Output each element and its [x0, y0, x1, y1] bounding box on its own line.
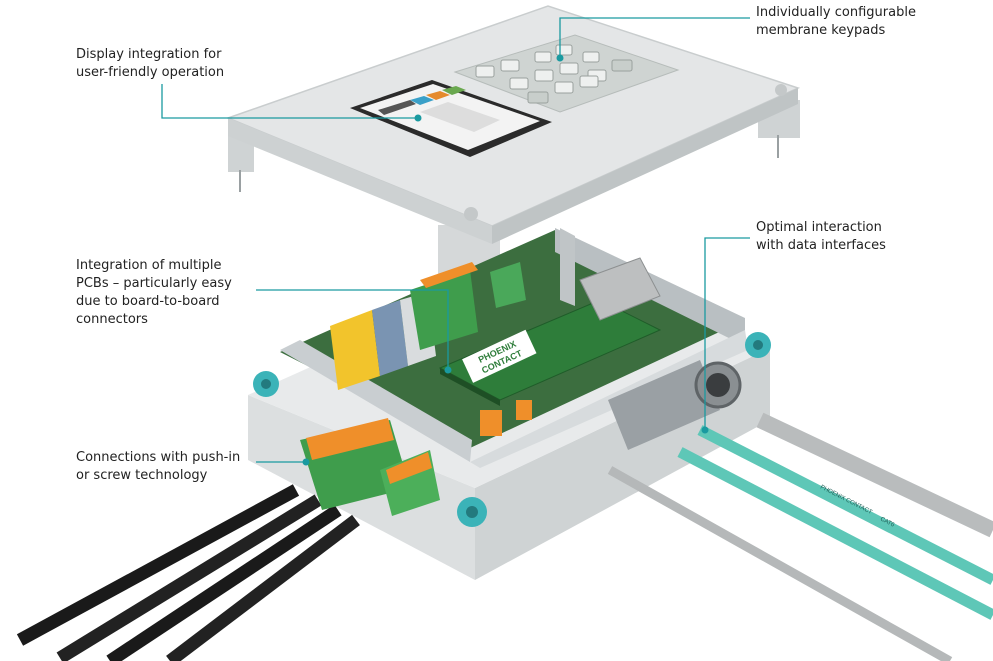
leader-dot [444, 366, 452, 374]
callout-interfaces-line1: Optimal interaction [756, 220, 882, 235]
leader-display [161, 84, 418, 119]
display-text-block [378, 100, 416, 115]
shield-wall-front [470, 330, 748, 468]
leader-lines [161, 17, 750, 463]
leader-dot [414, 114, 422, 122]
callout-display: Display integration for user-friendly op… [76, 46, 224, 82]
terminal-block-blue [372, 300, 408, 376]
callout-display-line1: Display integration for [76, 47, 222, 62]
lid-display [350, 80, 552, 157]
data-interface-block [608, 360, 742, 450]
enclosure-base: PHOENIX CONTACT [248, 228, 771, 580]
callout-pcbs: Integration of multiple PCBs – particula… [76, 257, 232, 329]
grey-cable [607, 466, 953, 661]
enclosure-lid [225, 5, 801, 298]
key [475, 65, 495, 78]
key [582, 51, 600, 63]
black-cable [106, 504, 342, 661]
cables: PHOENIX CONTACT CAT6 [16, 412, 993, 661]
key [611, 59, 633, 72]
key [579, 75, 599, 88]
callout-keypads-line2: membrane keypads [756, 23, 886, 38]
callout-interfaces: Optimal interaction with data interfaces [756, 219, 886, 255]
black-cable [166, 514, 360, 661]
key [509, 77, 529, 90]
leader-interfaces [704, 237, 750, 430]
lid-edge-right [492, 88, 798, 244]
shield-wall-left [280, 340, 472, 462]
callout-keypads: Individually configurable membrane keypa… [756, 4, 916, 40]
key [527, 91, 549, 104]
grey-cable-m12 [756, 412, 993, 538]
black-cable [16, 484, 300, 646]
callout-connections: Connections with push-in or screw techno… [76, 449, 240, 485]
teal-ethernet-cable [677, 447, 993, 620]
leader-dot [556, 54, 564, 62]
terminal-block-yellow [330, 310, 380, 390]
callout-pcbs-line4: connectors [76, 312, 148, 327]
key [534, 69, 554, 82]
relay-orange-top [420, 262, 478, 288]
leader-dot [302, 458, 310, 466]
key [559, 62, 579, 75]
leader-keypads [559, 17, 750, 58]
key [554, 81, 574, 94]
black-cable [56, 494, 322, 661]
callout-keypads-line1: Individually configurable [756, 5, 916, 20]
display-tile-blue [410, 96, 434, 105]
pcb-terminal-orange [516, 400, 532, 420]
teal-ethernet-cable [697, 425, 993, 585]
pcb-terminal-orange [480, 410, 502, 436]
callout-connections-line2: or screw technology [76, 468, 208, 483]
leader-pcbs [256, 289, 449, 370]
ribbon-cable [579, 257, 661, 321]
callout-pcbs-line3: due to board-to-board [76, 294, 220, 309]
display-tile-green [442, 86, 466, 95]
key [534, 51, 552, 63]
callout-interfaces-line2: with data interfaces [756, 238, 886, 253]
pcb-connector [490, 262, 526, 308]
callout-pcbs-line2: PCBs – particularly easy [76, 276, 232, 291]
callout-pcbs-line1: Integration of multiple [76, 258, 222, 273]
leader-dot [701, 426, 709, 434]
display-photo [420, 102, 500, 132]
key [555, 44, 573, 56]
leader-dots [302, 54, 709, 466]
lid-edge-front [228, 118, 492, 244]
rj45-ports [608, 360, 720, 450]
key [500, 59, 520, 72]
push-in-terminal-levers [306, 418, 394, 460]
display-tile-orange [426, 91, 450, 100]
callout-display-line2: user-friendly operation [76, 65, 225, 80]
callout-connections-line1: Connections with push-in [76, 450, 241, 465]
